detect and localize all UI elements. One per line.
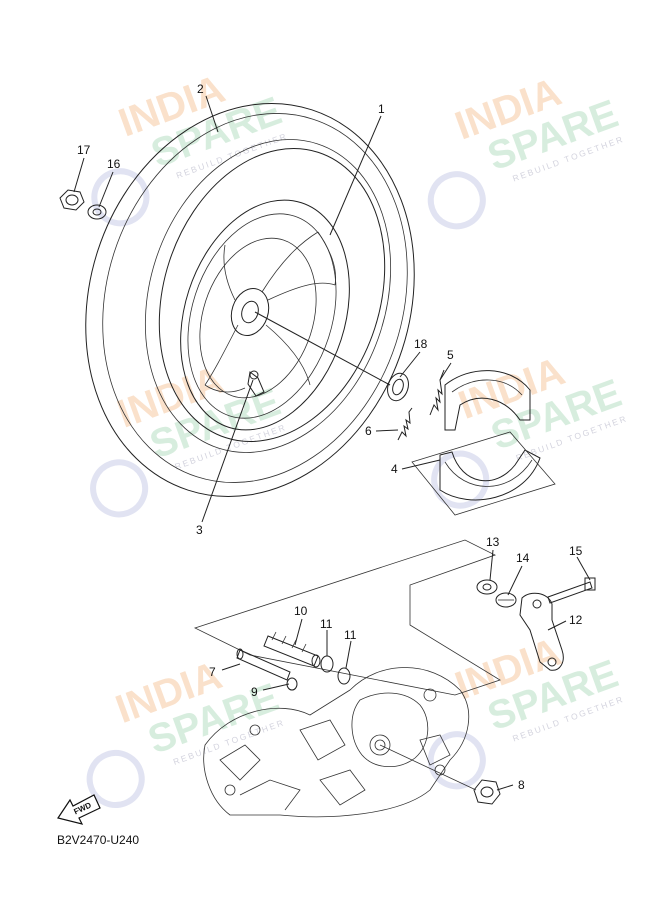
- callout-14: 14: [516, 551, 530, 565]
- spring-6-part: [397, 407, 413, 441]
- callout-9: 9: [251, 685, 258, 699]
- callout-12: 12: [569, 613, 583, 627]
- callout-15: 15: [569, 544, 583, 558]
- wear-indicator-14-part: [495, 592, 517, 608]
- watermark-top-right: INDIA SPARE REBUILD TOGETHER: [427, 70, 626, 230]
- diagram-code: B2V2470-U240: [57, 833, 140, 847]
- camshaft-plane: [193, 539, 501, 696]
- callout-16: 16: [107, 157, 121, 171]
- callout-7: 7: [209, 665, 216, 679]
- spring-5-part: [429, 369, 445, 416]
- callout-18: 18: [414, 337, 428, 351]
- wrench-logo-icon: [427, 171, 486, 230]
- callout-11-lower: 11: [344, 628, 357, 642]
- camshaft-10-part: [263, 631, 321, 668]
- wrench-logo-icon: [90, 459, 149, 518]
- wrench-logo-icon: [91, 168, 150, 227]
- tire-part: [85, 102, 415, 498]
- wrench-logo-icon: [431, 450, 490, 509]
- callout-11-upper: 11: [320, 617, 333, 631]
- washer-16-part: [87, 204, 107, 220]
- oring-11b-part: [337, 667, 351, 685]
- callout-1: 1: [378, 102, 385, 116]
- nut-17-part: [59, 189, 85, 211]
- washer-13-part: [476, 579, 498, 595]
- callout-17: 17: [77, 143, 91, 157]
- callout-6: 6: [365, 424, 372, 438]
- brake-shoe-upper-part: [444, 370, 531, 431]
- washer-18-part: [387, 372, 409, 402]
- watermark-bottom-left: INDIA SPARE REBUILD TOGETHER: [86, 653, 286, 808]
- callout-13: 13: [486, 535, 500, 549]
- callout-4: 4: [391, 462, 398, 476]
- callout-2: 2: [197, 82, 204, 96]
- valve-part: [247, 370, 265, 397]
- oring-11a-part: [320, 655, 334, 673]
- brake-shoe-lower-part: [439, 449, 541, 501]
- fwd-arrow-icon: FWD: [57, 794, 101, 825]
- crankcase-part: [203, 667, 470, 818]
- callout-10: 10: [294, 604, 308, 618]
- nut-8-part: [473, 779, 501, 805]
- callout-5: 5: [447, 348, 454, 362]
- shaft-7-part: [236, 648, 291, 681]
- watermark-mid-left: INDIA SPARE REBUILD TOGETHER: [90, 358, 288, 518]
- wheel-rim-part: [180, 199, 350, 431]
- wrench-logo-icon: [86, 749, 145, 808]
- bolt-15-part: [547, 577, 596, 604]
- brake-lever-12-part: [519, 592, 564, 671]
- callout-numbers: 2 1 17 16 18 5 6 4 3 13 14 15 12 10 11 1…: [77, 82, 583, 792]
- leader-lines: [73, 95, 591, 791]
- brake-shoe-plane: [411, 431, 556, 516]
- callout-8: 8: [518, 778, 525, 792]
- callout-3: 3: [196, 523, 203, 537]
